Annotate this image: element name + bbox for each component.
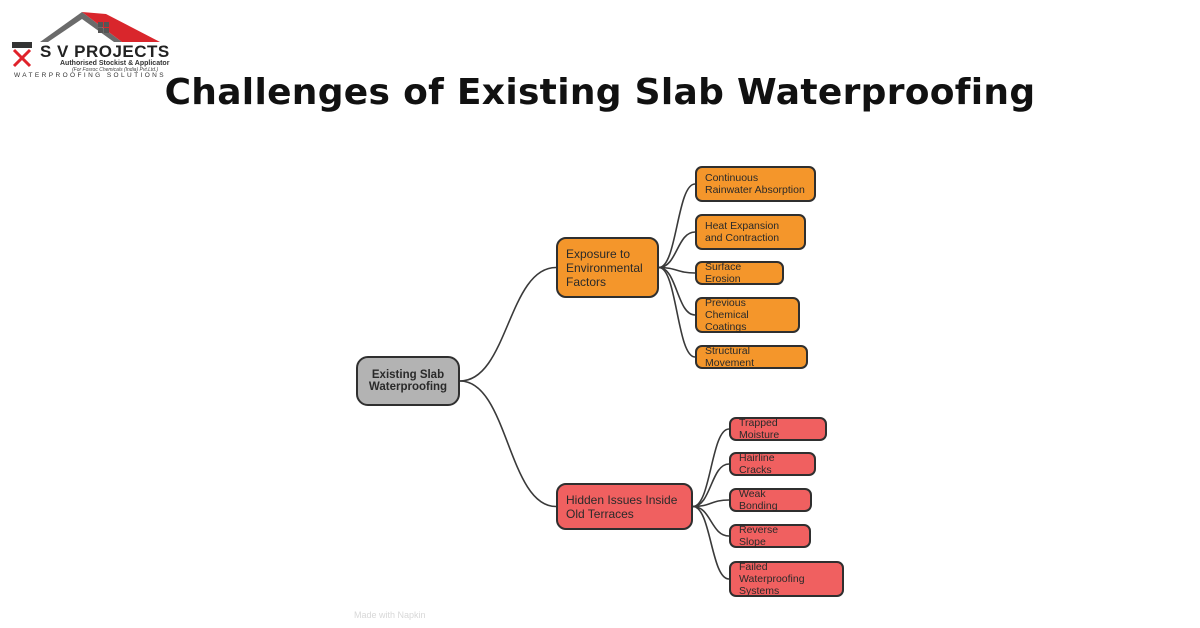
connector-branch-0-leaf-4 bbox=[658, 266, 696, 358]
branch-node-0: Exposure to Environmental Factors bbox=[556, 237, 659, 298]
logo-subtitle: Authorised Stockist & Applicator bbox=[60, 60, 170, 67]
logo-subnote: (For Fosroc Chemicals (India) Pvt.Ltd.) bbox=[72, 67, 159, 73]
napkin-watermark: Made with Napkin bbox=[354, 610, 426, 620]
connector-branch-0-leaf-0 bbox=[658, 183, 696, 269]
logo-tagline: WATERPROOFING SOLUTIONS bbox=[14, 72, 166, 79]
leaf-node-0-4: Structural Movement bbox=[695, 345, 808, 369]
connector-branch-1-leaf-4 bbox=[692, 505, 730, 580]
company-logo: S V PROJECTS Authorised Stockist & Appli… bbox=[10, 6, 180, 79]
branch-node-1: Hidden Issues Inside Old Terraces bbox=[556, 483, 693, 530]
connector-branch-1-leaf-0 bbox=[692, 428, 730, 508]
leaf-node-1-1: Hairline Cracks bbox=[729, 452, 816, 476]
leaf-node-0-2: Surface Erosion bbox=[695, 261, 784, 285]
leaf-node-0-0: Continuous Rainwater Absorption bbox=[695, 166, 816, 202]
house-roof-icon bbox=[12, 12, 160, 68]
page-title: Challenges of Existing Slab Waterproofin… bbox=[164, 72, 1036, 113]
connector-root-branch-1 bbox=[459, 380, 557, 508]
logo-company-name: S V PROJECTS bbox=[40, 42, 170, 61]
leaf-node-1-3: Reverse Slope bbox=[729, 524, 811, 548]
connector-branch-1-leaf-1 bbox=[692, 463, 730, 508]
leaf-node-1-2: Weak Bonding bbox=[729, 488, 812, 512]
leaf-node-1-0: Trapped Moisture bbox=[729, 417, 827, 441]
connector-branch-0-leaf-3 bbox=[658, 266, 696, 316]
leaf-node-0-3: Previous Chemical Coatings bbox=[695, 297, 800, 333]
connector-branch-1-leaf-3 bbox=[692, 505, 730, 537]
root-node: Existing Slab Waterproofing bbox=[356, 356, 460, 406]
leaf-node-0-1: Heat Expansion and Contraction bbox=[695, 214, 806, 250]
connector-branch-0-leaf-1 bbox=[658, 231, 696, 269]
connector-root-branch-0 bbox=[459, 266, 557, 382]
leaf-node-1-4: Failed Waterproofing Systems bbox=[729, 561, 844, 597]
